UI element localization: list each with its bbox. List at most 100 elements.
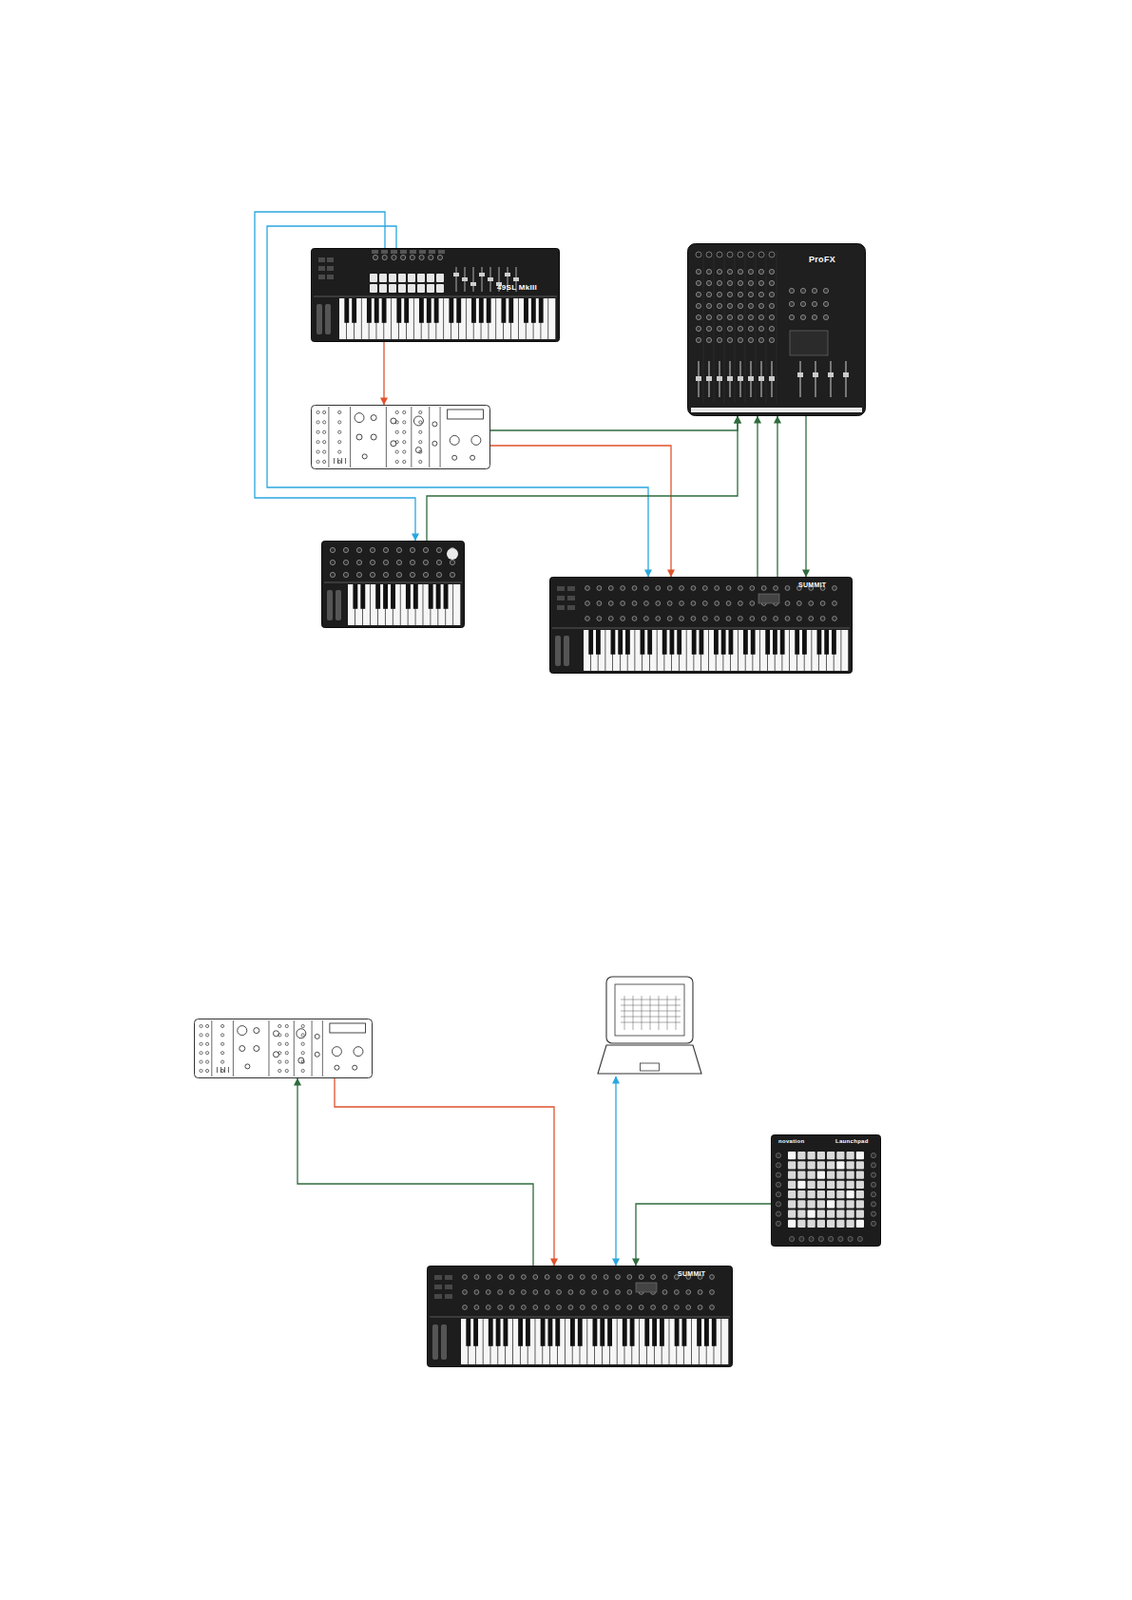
round-button [870, 1172, 876, 1178]
knob [662, 1275, 668, 1281]
knob [415, 447, 422, 454]
knob [422, 547, 428, 553]
knob [272, 1052, 279, 1058]
knob [498, 1290, 503, 1296]
grid-pad [836, 1181, 845, 1190]
screen [758, 594, 780, 604]
fader-slot [455, 267, 458, 292]
channel-line [755, 250, 757, 403]
knob [579, 1305, 585, 1311]
drum-pad [407, 273, 416, 283]
button [444, 1285, 453, 1290]
knob [761, 586, 767, 592]
black-key [699, 630, 705, 655]
fader-cap [727, 376, 733, 382]
master-knob [788, 287, 794, 293]
grid-pad [787, 1210, 796, 1219]
knob [396, 547, 402, 553]
button [434, 1294, 442, 1300]
grid-pad [787, 1181, 796, 1190]
knob [409, 547, 415, 553]
knob [343, 572, 348, 577]
knob [620, 601, 626, 607]
knob [579, 1290, 585, 1296]
knob [370, 415, 377, 422]
knob [737, 314, 743, 320]
knob [727, 268, 732, 274]
knob [568, 1305, 574, 1311]
knob [409, 254, 415, 260]
black-key [630, 1319, 635, 1347]
screen-grid [624, 996, 626, 1031]
knob [695, 291, 701, 297]
knob [592, 1275, 597, 1281]
knob [716, 303, 722, 308]
button [567, 595, 576, 601]
knob [352, 1065, 358, 1071]
knob [697, 1290, 703, 1296]
knob [706, 326, 711, 331]
black-key [500, 298, 506, 324]
input-jack [748, 251, 754, 258]
jack [402, 421, 406, 424]
cable [267, 226, 649, 577]
jack [419, 410, 423, 414]
device-label: novation [778, 1138, 805, 1146]
round-button [870, 1202, 876, 1208]
knob [331, 1047, 342, 1057]
device-label: SUMMIT [798, 581, 826, 590]
fader-cap [487, 277, 494, 282]
modular-rack [310, 404, 491, 470]
black-key [824, 630, 829, 655]
knob [437, 254, 442, 260]
master-fader [814, 361, 817, 398]
knob [498, 1275, 503, 1281]
poly-synth-illustration [426, 1266, 733, 1368]
rack-case [311, 405, 491, 470]
knob [686, 1290, 691, 1296]
knob [383, 572, 388, 577]
round-button [775, 1202, 781, 1208]
round-button [847, 1236, 853, 1242]
black-key [711, 1319, 717, 1347]
black-key [351, 298, 357, 324]
grid-pad [826, 1190, 835, 1199]
knob [314, 1052, 320, 1057]
drum-pad [436, 284, 444, 293]
input-jack [737, 251, 744, 258]
switch [220, 1067, 222, 1074]
black-key [428, 584, 434, 610]
fx-panel [789, 330, 828, 356]
knob [667, 601, 672, 607]
jack [301, 1042, 305, 1046]
knob [690, 586, 696, 592]
channel-line [776, 250, 778, 403]
jack [419, 441, 423, 444]
knob [758, 337, 764, 343]
screen-grid [658, 996, 660, 1031]
cable [635, 1204, 771, 1267]
master-knob [788, 314, 794, 320]
black-key [794, 630, 800, 655]
knob [768, 337, 774, 343]
knob [632, 601, 637, 607]
knob [615, 1275, 621, 1281]
knob [544, 1290, 550, 1296]
knob [329, 547, 335, 553]
knob [667, 586, 672, 592]
jack [285, 1024, 288, 1028]
button [326, 266, 334, 271]
knob [462, 1305, 468, 1311]
knob [239, 1046, 246, 1053]
knob [716, 314, 722, 320]
fader-cap [695, 376, 702, 382]
knob [343, 559, 348, 565]
knob [401, 254, 406, 260]
knob [396, 559, 402, 565]
black-key [780, 630, 786, 655]
knob [726, 586, 731, 592]
knob [485, 1275, 491, 1281]
pitch-wheel [432, 1324, 439, 1361]
master-cap [843, 372, 849, 378]
knob [356, 559, 362, 565]
